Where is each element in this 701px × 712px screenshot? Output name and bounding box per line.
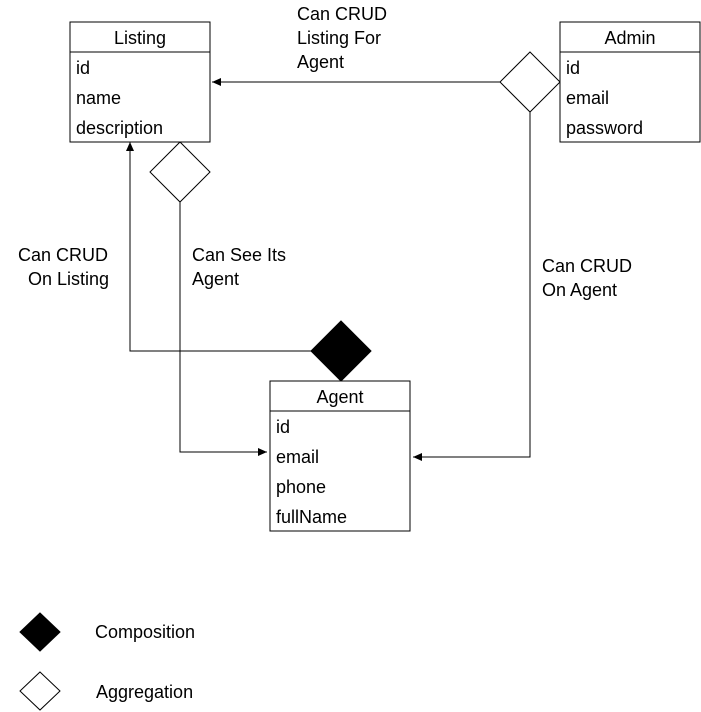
entity-listing-field: name xyxy=(76,88,121,108)
edge-label-admin-agent: Can CRUD On Agent xyxy=(542,256,632,300)
entity-listing-field: description xyxy=(76,118,163,138)
edge-label-line: Can CRUD xyxy=(542,256,632,276)
entity-listing-field: id xyxy=(76,58,90,78)
entity-admin-field: id xyxy=(566,58,580,78)
edge-label-line: Can See Its xyxy=(192,245,286,265)
entity-admin-field: email xyxy=(566,88,609,108)
edge-label-line: Agent xyxy=(297,52,344,72)
edge-label-line: Can CRUD xyxy=(18,245,108,265)
legend: Composition Aggregation xyxy=(19,612,195,711)
edge-label-line: Can CRUD xyxy=(297,4,387,24)
edge-label-admin-listing: Can CRUD Listing For Agent xyxy=(297,4,387,72)
edge-label-listing-agent: Can See Its Agent xyxy=(192,245,286,289)
entity-agent-field: fullName xyxy=(276,507,347,527)
entity-agent-field: id xyxy=(276,417,290,437)
entity-agent[interactable]: Agent id email phone fullName xyxy=(269,380,411,532)
entity-listing-title: Listing xyxy=(114,28,166,48)
entity-agent-field: email xyxy=(276,447,319,467)
entity-agent-title: Agent xyxy=(316,387,363,407)
admin-aggregation-diamond xyxy=(499,51,561,113)
edge-label-line: On Agent xyxy=(542,280,617,300)
edge-admin-agent xyxy=(413,112,531,461)
entity-admin-title: Admin xyxy=(604,28,655,48)
edge-listing-agent xyxy=(179,202,267,456)
agent-composition-diamond xyxy=(310,320,372,382)
listing-aggregation-diamond xyxy=(149,141,211,203)
entity-listing[interactable]: Listing id name description xyxy=(69,21,211,143)
legend-aggregation-label: Aggregation xyxy=(96,682,193,702)
legend-aggregation-diamond xyxy=(19,671,61,711)
edge-label-line: Agent xyxy=(192,269,239,289)
entity-admin[interactable]: Admin id email password xyxy=(559,21,701,143)
edge-label-agent-listing: Can CRUD On Listing xyxy=(18,245,109,289)
legend-composition-diamond xyxy=(19,612,61,652)
entity-agent-field: phone xyxy=(276,477,326,497)
legend-composition-label: Composition xyxy=(95,622,195,642)
edge-agent-listing xyxy=(126,142,311,352)
entity-admin-field: password xyxy=(566,118,643,138)
edge-label-line: Listing For xyxy=(297,28,381,48)
edge-label-line: On Listing xyxy=(28,269,109,289)
